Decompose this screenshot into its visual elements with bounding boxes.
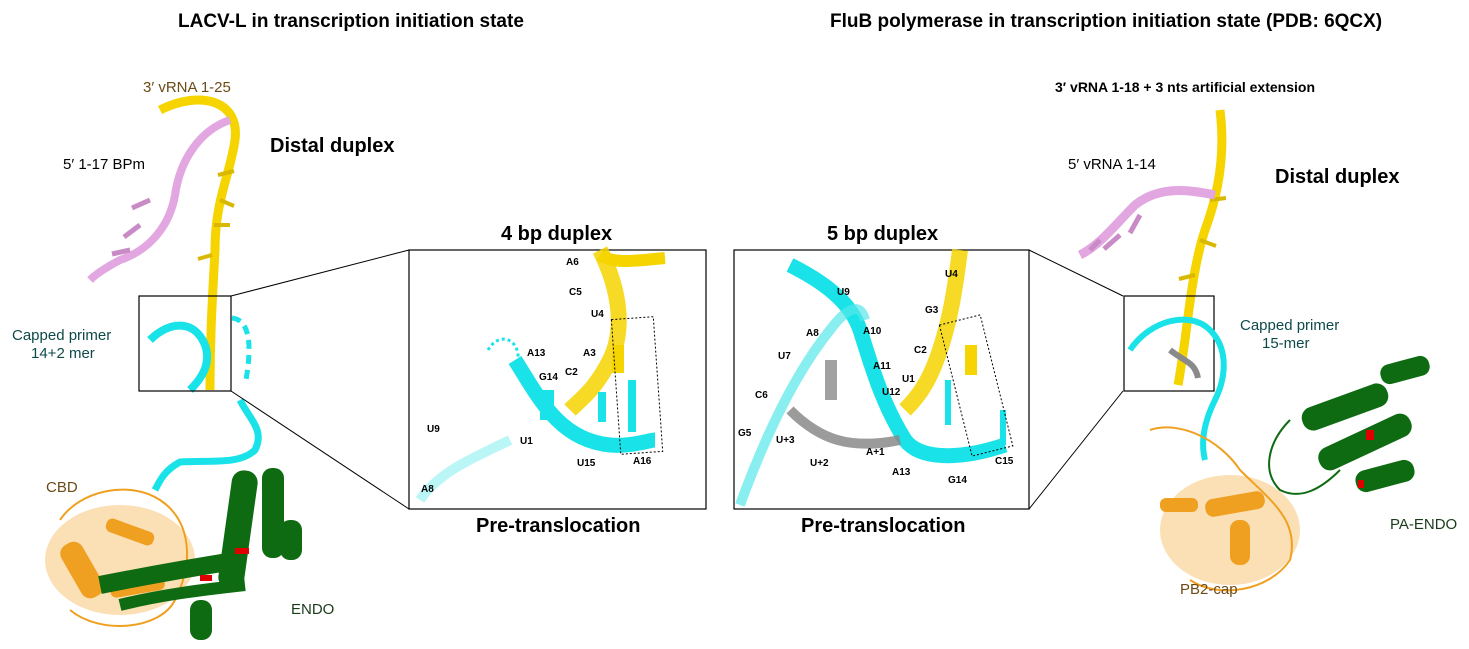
left-capped-label-2: 14+2 mer	[31, 345, 95, 362]
nt-label: C2	[565, 367, 578, 378]
cbd-label: CBD	[46, 479, 78, 496]
inset-left-caption: Pre-translocation	[476, 515, 641, 537]
cbd-domain	[45, 488, 195, 627]
nt-label: U9	[837, 287, 850, 298]
vrna5-strand	[87, 116, 232, 283]
nt-label: C15	[995, 456, 1014, 467]
primer-strand	[147, 321, 212, 393]
inset-right-caption: Pre-translocation	[801, 515, 966, 537]
nt-label: C5	[569, 287, 582, 298]
nt-label: A+1	[866, 447, 885, 458]
nt-label: U12	[882, 387, 901, 398]
right-vrna5-label: 5′ vRNA 1-14	[1068, 156, 1156, 173]
nt-label: U15	[577, 458, 596, 469]
nt-label: A3	[583, 348, 596, 359]
left-title: LACV-L in transcription initiation state	[178, 11, 524, 32]
nt-label: G5	[738, 428, 752, 439]
vrna3-strand	[157, 95, 240, 391]
nt-label: A16	[633, 456, 652, 467]
nt-label: A11	[873, 361, 891, 372]
paendo-domain	[1268, 355, 1430, 495]
nt-label: A6	[566, 257, 579, 268]
lacv-structure	[45, 95, 410, 640]
right-vrna3-label: 3′ vRNA 1-18 + 3 nts artificial extensio…	[1055, 79, 1315, 95]
nt-label: A13	[892, 467, 911, 478]
nt-label: U+2	[810, 458, 829, 469]
right-title: FluB polymerase in transcription initiat…	[830, 11, 1383, 32]
endo-domain	[98, 468, 302, 640]
paendo-label: PA-ENDO	[1390, 516, 1458, 533]
nt-label: U9	[427, 424, 440, 435]
nt-label: C6	[755, 390, 768, 401]
nt-label: U7	[778, 351, 791, 362]
right-capped-label-2: 15-mer	[1262, 335, 1310, 352]
nt-label: A8	[806, 328, 819, 339]
inset-4bp	[408, 246, 707, 510]
left-capped-label-1: Capped primer	[12, 327, 112, 344]
nt-label: G14	[539, 372, 558, 383]
endo-label: ENDO	[291, 601, 335, 618]
nt-label: U1	[902, 374, 915, 385]
right-capped-label-1: Capped primer	[1240, 317, 1340, 334]
nt-label: A13	[527, 348, 546, 359]
flub-structure	[1077, 109, 1430, 592]
inset-5bp	[733, 249, 1030, 510]
nt-label: G14	[948, 475, 967, 486]
nt-label: G3	[925, 305, 939, 316]
nt-label: U+3	[776, 435, 795, 446]
inset-right-title: 5 bp duplex	[827, 223, 939, 245]
nt-label: U4	[945, 269, 958, 280]
inset-left-title: 4 bp duplex	[501, 223, 613, 245]
nt-label: U4	[591, 309, 604, 320]
left-bpm5-label: 5′ 1-17 BPm	[63, 156, 146, 173]
pb2cap-domain	[1149, 426, 1300, 592]
nt-label: A8	[421, 484, 434, 495]
pb2cap-label: PB2-cap	[1180, 581, 1238, 598]
left-vrna3-label: 3′ vRNA 1-25	[143, 79, 231, 96]
left-distal-label: Distal duplex	[270, 135, 395, 157]
right-distal-label: Distal duplex	[1275, 166, 1400, 188]
nt-label: U1	[520, 436, 533, 447]
nt-label: A10	[863, 326, 882, 337]
left-zoom-box	[138, 295, 232, 392]
right-zoom-box	[1123, 295, 1215, 392]
nt-label: C2	[914, 345, 927, 356]
